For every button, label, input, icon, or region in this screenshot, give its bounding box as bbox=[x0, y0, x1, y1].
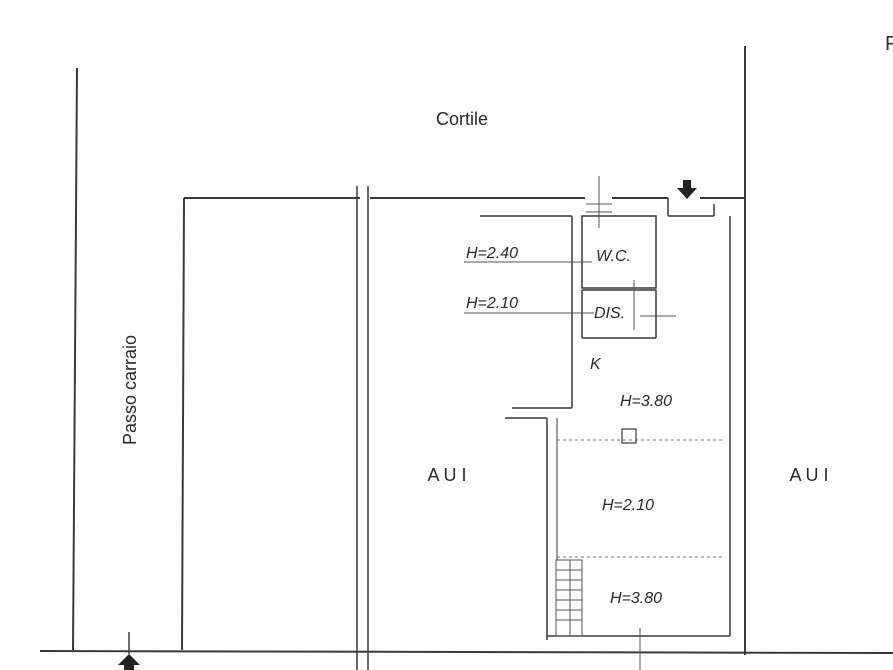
building-outline bbox=[181, 186, 745, 670]
column-symbol bbox=[621, 428, 637, 444]
label-cortile: Cortile bbox=[436, 109, 488, 129]
height-middle: H=2.10 bbox=[602, 497, 654, 514]
entry-arrow-top bbox=[677, 180, 697, 199]
boundary-lines bbox=[39, 46, 893, 655]
label-aui-left: A U I bbox=[427, 465, 466, 485]
height-dis: H=2.10 bbox=[466, 295, 518, 312]
opening-marks bbox=[586, 176, 676, 670]
label-dis: DIS. bbox=[594, 305, 625, 322]
staircase bbox=[555, 559, 583, 637]
entry-arrow-bottom bbox=[118, 632, 140, 670]
label-aui-right: A U I bbox=[789, 465, 828, 485]
label-k: K bbox=[590, 356, 602, 373]
leader-lines bbox=[464, 261, 594, 314]
height-kitchen: H=3.80 bbox=[620, 393, 672, 410]
edge-letter: F bbox=[885, 34, 893, 54]
label-wc: W.C. bbox=[596, 248, 631, 265]
interior-walls bbox=[480, 198, 731, 640]
height-wc: H=2.40 bbox=[466, 245, 518, 262]
level-change-lines bbox=[557, 439, 725, 558]
height-bottom: H=3.80 bbox=[610, 590, 662, 607]
label-passo-carraio: Passo carraio bbox=[120, 335, 140, 445]
